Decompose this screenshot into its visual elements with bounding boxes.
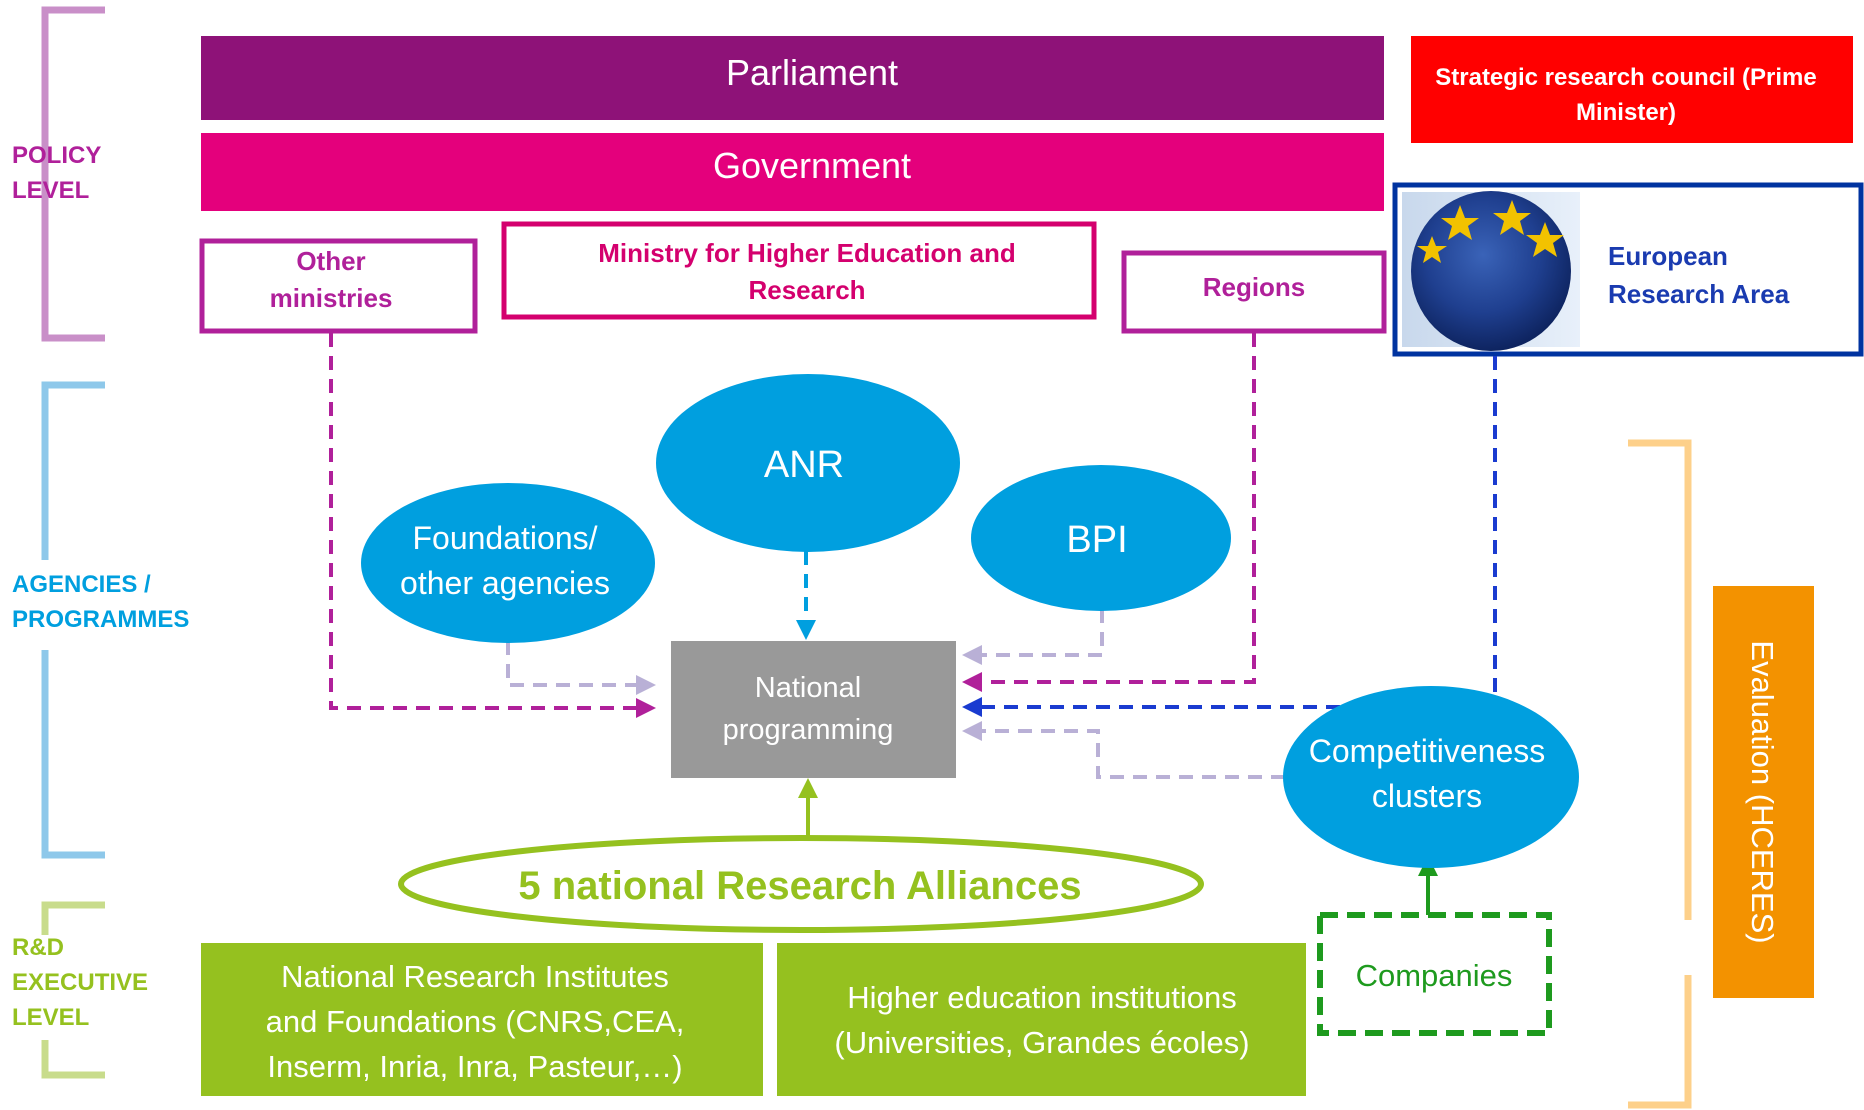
national-programming-line-2: programming	[723, 714, 894, 746]
higher-education-line-1: Higher education institutions	[847, 980, 1236, 1015]
higher-education-line-2: (Universities, Grandes écoles)	[834, 1025, 1249, 1060]
executive-level-line-1: R&D	[12, 934, 64, 961]
policy-level-bracket	[41, 6, 105, 342]
evaluation-box: Evaluation (HCERES)	[1713, 586, 1814, 998]
era-line-1: European	[1608, 241, 1728, 271]
evaluation-label: Evaluation (HCERES)	[1745, 640, 1780, 943]
executive-level-label: R&D EXECUTIVE LEVEL	[12, 934, 148, 1031]
research-alliances-label: 5 national Research Alliances	[518, 864, 1081, 908]
agencies-level-bracket	[41, 381, 105, 859]
research-institutes-line-3: Inserm, Inria, Inra, Pasteur,…)	[267, 1049, 682, 1084]
other-ministries-line-1: Other	[296, 246, 365, 276]
connector-other-ministries	[329, 333, 656, 718]
bpi-ellipse: BPI	[971, 465, 1231, 611]
european-research-area-box: European Research Area	[1392, 182, 1864, 357]
national-programming-box: National programming	[671, 641, 956, 778]
eu-flag-globe-icon	[1411, 191, 1571, 351]
regions-box: Regions	[1121, 250, 1387, 334]
competitiveness-line-1: Competitiveness	[1309, 733, 1546, 769]
agencies-level-line-1: AGENCIES /	[12, 571, 151, 598]
connector-bpi	[962, 609, 1104, 665]
ministry-higher-education-box: Ministry for Higher Education and Resear…	[501, 221, 1097, 320]
policy-level-line-2: LEVEL	[12, 177, 89, 204]
connector-regions	[962, 333, 1256, 692]
parliament-label: Parliament	[726, 52, 898, 93]
bpi-label: BPI	[1066, 519, 1127, 561]
parliament-bar: Parliament	[201, 36, 1384, 120]
foundations-ellipse: Foundations/ other agencies	[361, 483, 655, 643]
companies-label: Companies	[1356, 958, 1513, 993]
era-line-2: Research Area	[1608, 279, 1790, 309]
evaluation-bracket	[1628, 439, 1692, 1109]
research-institutes-box: National Research Institutes and Foundat…	[201, 943, 763, 1096]
national-programming-line-1: National	[755, 672, 861, 704]
companies-box: Companies	[1317, 912, 1552, 1036]
connector-competitiveness	[962, 721, 1285, 779]
policy-level-label: POLICY LEVEL	[12, 142, 101, 204]
foundations-line-1: Foundations/	[412, 520, 597, 556]
ministry-line-2: Research	[748, 275, 865, 305]
strategic-council-line-2: Minister)	[1576, 99, 1676, 126]
executive-level-line-2: EXECUTIVE	[12, 969, 148, 996]
government-label: Government	[713, 145, 911, 186]
anr-ellipse: ANR	[656, 374, 960, 552]
research-institutes-line-2: and Foundations (CNRS,CEA,	[266, 1004, 685, 1039]
other-ministries-box: Other ministries	[199, 238, 478, 334]
foundations-line-2: other agencies	[400, 565, 610, 601]
competitiveness-clusters-ellipse: Competitiveness clusters	[1283, 686, 1579, 868]
higher-education-box: Higher education institutions (Universit…	[777, 943, 1306, 1096]
executive-level-line-3: LEVEL	[12, 1004, 89, 1031]
government-bar: Government	[201, 133, 1384, 211]
strategic-council-line-1: Strategic research council (Prime	[1435, 64, 1817, 91]
research-alliances-ellipse: 5 national Research Alliances	[398, 835, 1204, 933]
regions-label: Regions	[1203, 272, 1306, 302]
connector-foundations	[506, 641, 656, 695]
research-institutes-line-1: National Research Institutes	[281, 959, 669, 994]
anr-label: ANR	[764, 444, 844, 486]
agencies-level-line-2: PROGRAMMES	[12, 606, 189, 633]
policy-level-line-1: POLICY	[12, 142, 101, 169]
strategic-research-council-box: Strategic research council (Prime Minist…	[1411, 36, 1853, 143]
other-ministries-line-2: ministries	[270, 283, 393, 313]
executive-level-bracket	[41, 901, 105, 1079]
competitiveness-line-2: clusters	[1372, 778, 1482, 814]
ministry-line-1: Ministry for Higher Education and	[598, 238, 1015, 268]
agencies-level-label: AGENCIES / PROGRAMMES	[12, 571, 189, 633]
